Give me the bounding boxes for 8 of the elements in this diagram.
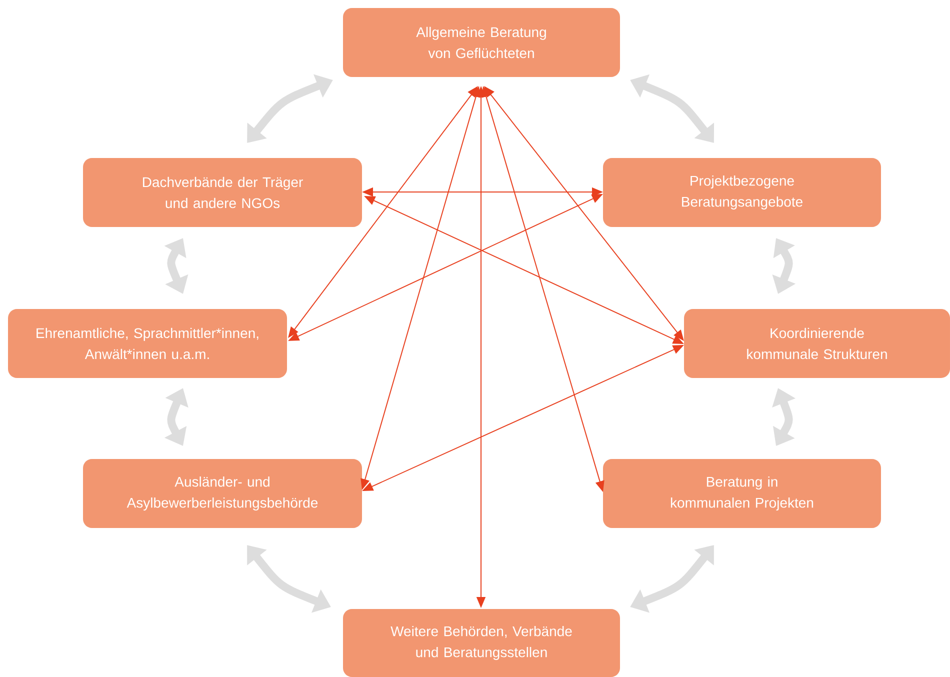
process-box: Beratung in kommunalen Projekten [603, 459, 881, 528]
process-box: Weitere Behörden, Verbände und Beratungsstellen [343, 609, 620, 677]
process-box: Ausländer- und Asylbewerberleistungsbehörde [83, 459, 362, 528]
process-box: Ehrenamtliche, Sprachmittler*innen, Anwält*innen u.a.m. [8, 309, 287, 378]
process-box: Allgemeine Beratung von Geflüchteten [343, 8, 620, 77]
process-box: Koordinierende kommunale Strukturen [684, 309, 950, 378]
process-box: Dachverbände der Träger und andere NGOs [83, 158, 362, 227]
process-box: Projektbezogene Beratungsangebote [603, 158, 881, 227]
